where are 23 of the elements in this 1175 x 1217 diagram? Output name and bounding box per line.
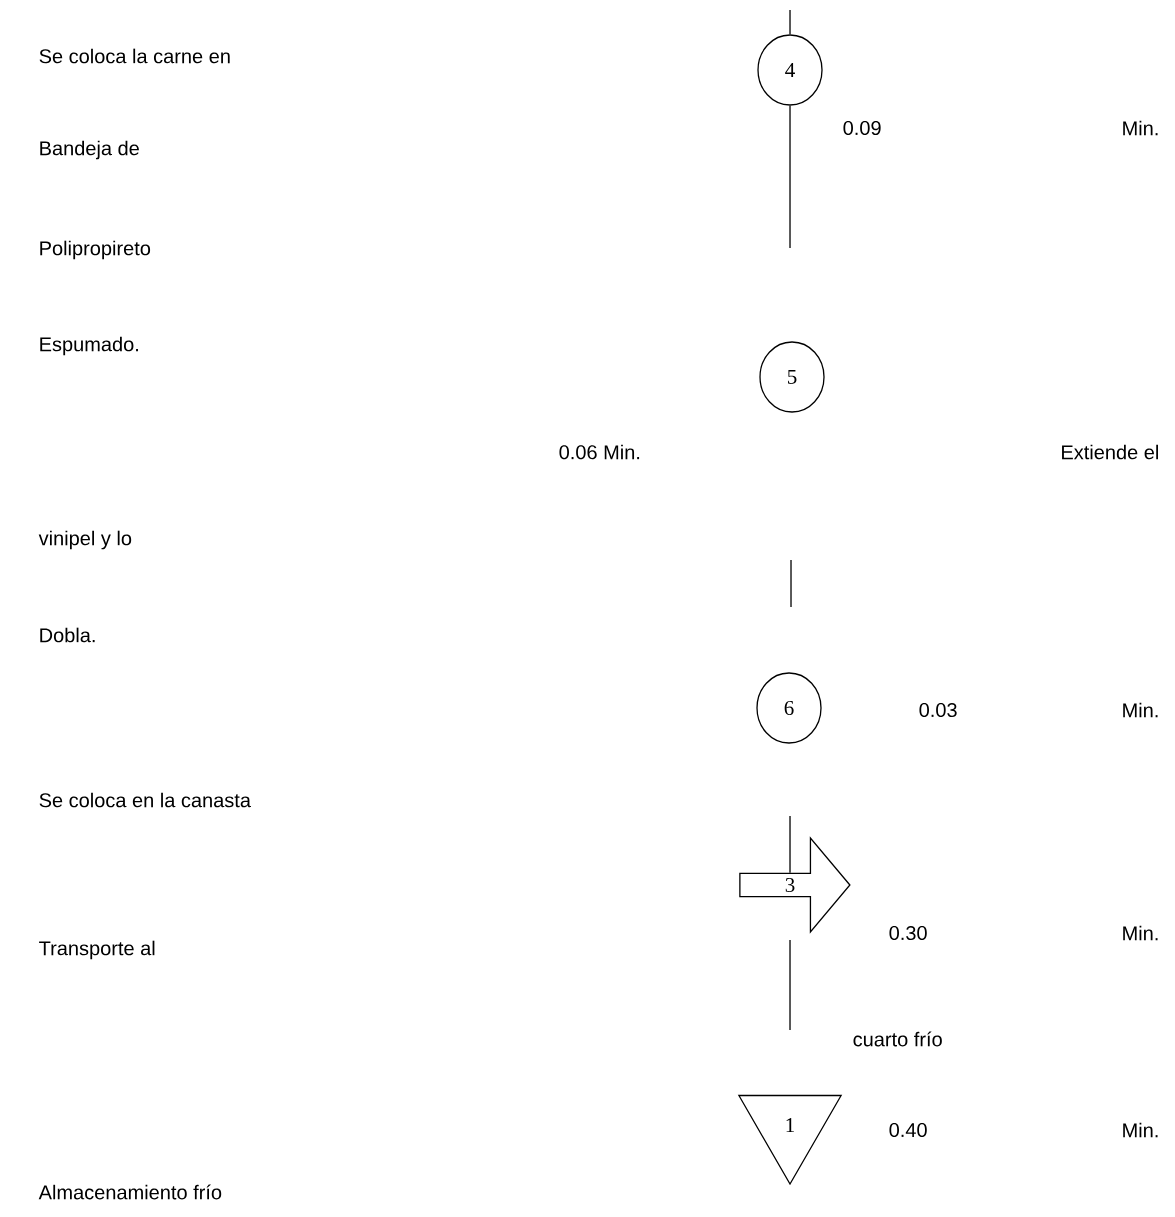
step-text: Extiende el (1062, 444, 1158, 460)
step-text: Min. (1123, 925, 1158, 941)
step-text: Transporte al (39, 940, 155, 960)
step-text: 0.03 (919, 702, 957, 718)
step-text: Min. (1123, 702, 1158, 718)
step-text: vinipel y lo (38, 530, 132, 550)
connector-line (789, 9, 791, 35)
step-text: Almacenamiento frío (38, 1184, 222, 1200)
step-text: 0.09 (843, 120, 881, 136)
step-text: Dobla. (40, 627, 95, 643)
step-text: Bandeja de (40, 140, 139, 160)
step-text: 0.06 Min. (559, 444, 640, 460)
step-text: Polipropireto (40, 240, 151, 260)
step-text: Espumado. (40, 336, 138, 356)
step-text: Min. (1123, 120, 1158, 136)
step-text: 0.40 (889, 1122, 927, 1138)
connector-line (789, 105, 791, 249)
connector-line (789, 815, 791, 874)
step-text: 0.30 (889, 925, 927, 941)
step-text: Min. (1123, 1122, 1158, 1138)
step-text: Se coloca en la canasta (39, 792, 251, 808)
step-text: Se coloca la carne en (39, 48, 230, 64)
step-text: cuarto frío (853, 1031, 942, 1047)
